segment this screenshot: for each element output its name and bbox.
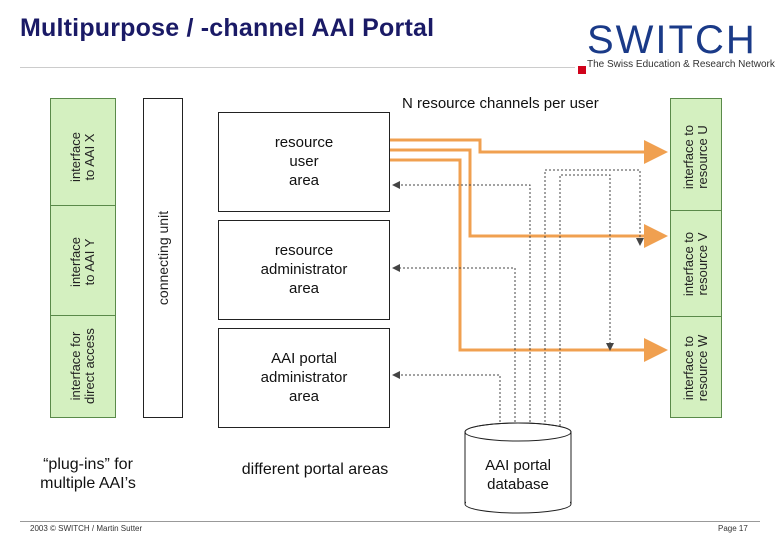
footer-copyright: 2003 © SWITCH / Martin Sutter — [30, 524, 143, 533]
resource-user-area-label: resource user area — [274, 134, 334, 189]
database-links — [392, 169, 644, 430]
resource-channel-arrows — [390, 138, 668, 362]
page-title: Multipurpose / -channel AAI Portal — [20, 14, 435, 42]
aai-portal-database-cylinder — [464, 422, 572, 514]
channels-label: N resource channels per user — [402, 95, 599, 112]
switch-logo: SWITCH — [587, 18, 757, 62]
right-divider-1 — [670, 210, 722, 211]
left-divider-1 — [50, 205, 116, 206]
resource-user-area — [218, 112, 390, 212]
connecting-unit-box — [143, 98, 183, 418]
areas-caption: different portal areas — [241, 461, 389, 478]
resource-admin-area-label: resource administrator area — [260, 242, 348, 297]
logo-accent-mark — [578, 66, 586, 74]
resource-admin-area — [218, 220, 390, 320]
aai-portal-admin-area — [218, 328, 390, 428]
left-divider-2 — [50, 315, 116, 316]
footer-divider — [20, 521, 760, 522]
right-divider-2 — [670, 316, 722, 317]
header-divider — [20, 67, 575, 68]
database-label: AAI portal database — [485, 457, 551, 493]
page-number: Page 17 — [718, 524, 748, 533]
left-interfaces-column — [50, 98, 116, 418]
logo-tagline: The Swiss Education & Research Network — [587, 59, 775, 70]
aai-portal-admin-area-label: AAI portal administrator area — [260, 350, 348, 405]
right-interfaces-column — [670, 98, 722, 418]
plugins-caption: “plug-ins” for multiple AAI’s — [40, 456, 136, 492]
